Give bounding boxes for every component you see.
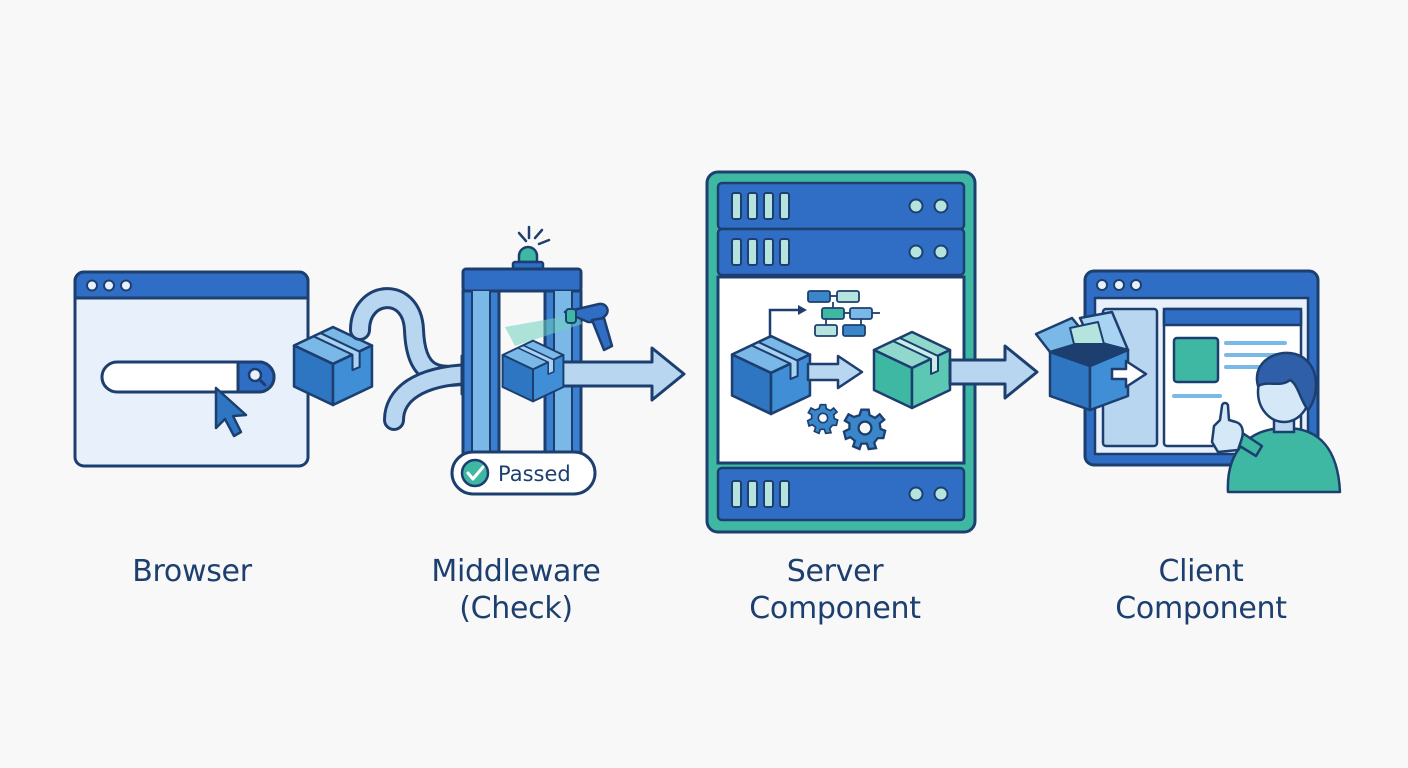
scan-beam bbox=[505, 314, 582, 346]
server-vent-slot bbox=[763, 480, 774, 508]
server-vent-slot bbox=[763, 238, 774, 266]
connector-arrowhead bbox=[798, 305, 807, 315]
stage-label-line: (Check) bbox=[459, 591, 573, 626]
open-package-icon bbox=[1034, 310, 1130, 412]
server-status-light bbox=[933, 198, 949, 214]
stage-label-line: Component bbox=[1115, 591, 1287, 626]
server-vent-slot bbox=[779, 480, 790, 508]
search-bar[interactable] bbox=[100, 360, 276, 394]
stage-label-line: Browser bbox=[132, 554, 252, 589]
stage-label-browser: Browser bbox=[42, 553, 342, 590]
server-status-light bbox=[908, 244, 924, 260]
server-vent-slot bbox=[731, 238, 742, 266]
pointing-hand-icon bbox=[1210, 401, 1244, 454]
cursor-icon bbox=[214, 386, 248, 438]
passed-badge: Passed bbox=[450, 450, 597, 496]
check-circle-icon bbox=[460, 458, 490, 488]
server-vent-slot bbox=[779, 238, 790, 266]
flow-arrow bbox=[948, 344, 1039, 400]
server-vent-slot bbox=[731, 480, 742, 508]
package-icon bbox=[872, 330, 952, 410]
package-icon bbox=[501, 339, 565, 403]
server-vent-slot bbox=[747, 238, 758, 266]
flow-arrow bbox=[1110, 359, 1148, 389]
server-status-light bbox=[933, 486, 949, 502]
connector-line bbox=[768, 308, 800, 338]
flowchart-icon bbox=[807, 290, 880, 337]
stage-label-line: Component bbox=[749, 591, 921, 626]
alarm-light-icon bbox=[511, 225, 551, 271]
server-vent-slot bbox=[747, 480, 758, 508]
stage-label-middleware: Middleware(Check) bbox=[366, 553, 666, 627]
stage-label-line: Server bbox=[786, 554, 884, 589]
passed-badge-label: Passed bbox=[498, 462, 571, 486]
server-vent-slot bbox=[747, 192, 758, 220]
server-indicators bbox=[731, 192, 949, 508]
server-vent-slot bbox=[731, 192, 742, 220]
stage-label-line: Middleware bbox=[431, 554, 601, 589]
server-vent-slot bbox=[763, 192, 774, 220]
flow-arrow bbox=[806, 354, 864, 390]
server-status-light bbox=[908, 198, 924, 214]
stage-label-line: Client bbox=[1158, 554, 1244, 589]
search-icon[interactable] bbox=[247, 367, 267, 387]
server-status-light bbox=[908, 486, 924, 502]
package-icon bbox=[730, 334, 812, 416]
scanner-icon bbox=[563, 302, 614, 352]
server-status-light bbox=[933, 244, 949, 260]
server-vent-slot bbox=[779, 192, 790, 220]
